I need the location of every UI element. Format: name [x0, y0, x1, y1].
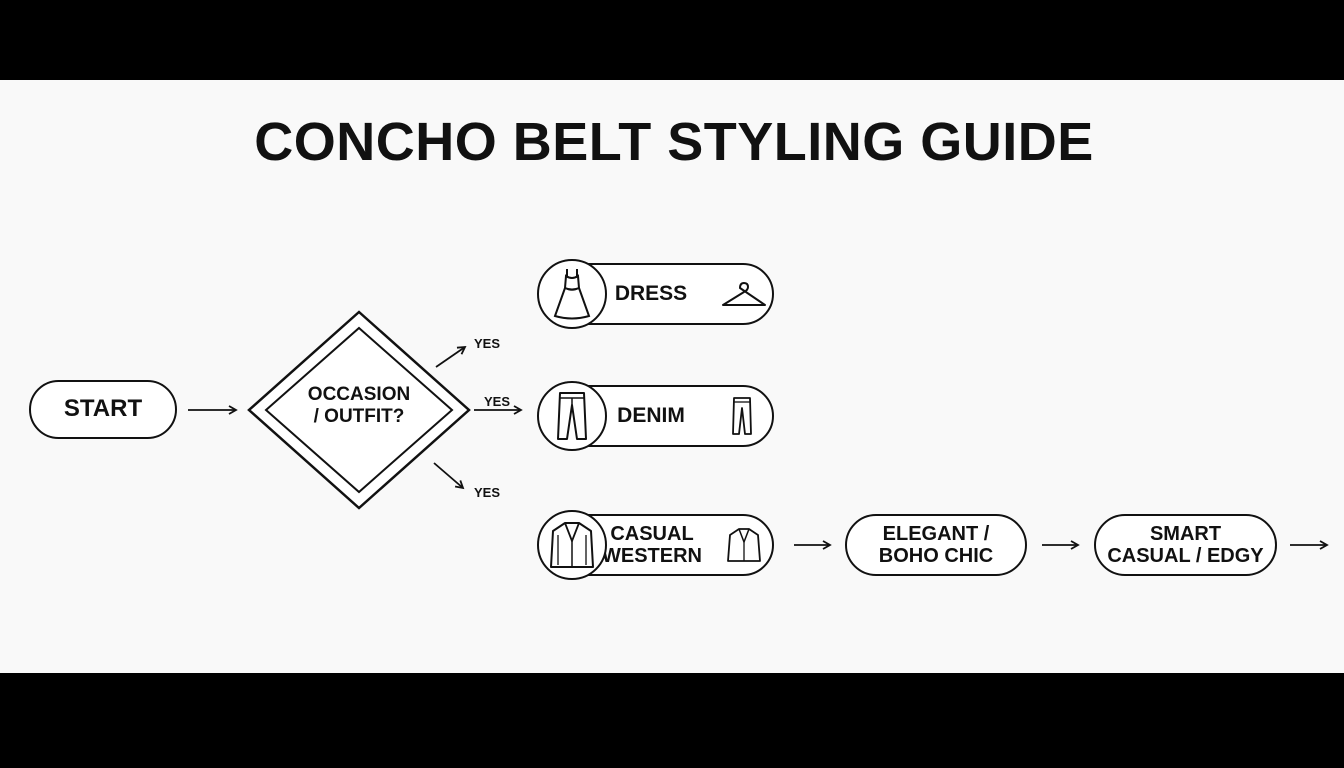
yes-label-top: YES: [474, 336, 501, 351]
page-title: CONCHO BELT STYLING GUIDE: [254, 112, 1094, 172]
jacket-icon: [537, 510, 607, 580]
jeans-icon: [537, 381, 607, 451]
elegant-boho-label: ELEGANT / BOHO CHIC: [878, 523, 994, 567]
dress-icon: [537, 259, 607, 329]
dress-label: DRESS: [614, 282, 688, 306]
casual-western-label: CASUAL WESTERN: [602, 523, 702, 567]
smart-casual-node: SMART CASUAL / EDGY: [1094, 514, 1277, 576]
decision-diamond: [247, 310, 471, 510]
yes-label-bottom: YES: [474, 485, 501, 500]
hanger-icon: [718, 279, 768, 311]
elegant-boho-node: ELEGANT / BOHO CHIC: [845, 514, 1027, 576]
yes-label-middle: YES: [484, 394, 511, 409]
top-letterbox-bar: [0, 0, 1344, 80]
start-node: START: [29, 380, 177, 439]
jeans-small-icon: [728, 395, 756, 437]
start-label: START: [63, 395, 143, 423]
denim-label: DENIM: [617, 404, 685, 428]
arrow-decision-to-dress: [435, 345, 467, 368]
arrow-decision-to-western: [433, 462, 465, 490]
jacket-small-icon: [725, 525, 763, 565]
decision-label: OCCASION / OUTFIT?: [307, 384, 411, 427]
smart-casual-label: SMART CASUAL / EDGY: [1107, 523, 1264, 567]
bottom-letterbox-bar: [0, 673, 1344, 768]
